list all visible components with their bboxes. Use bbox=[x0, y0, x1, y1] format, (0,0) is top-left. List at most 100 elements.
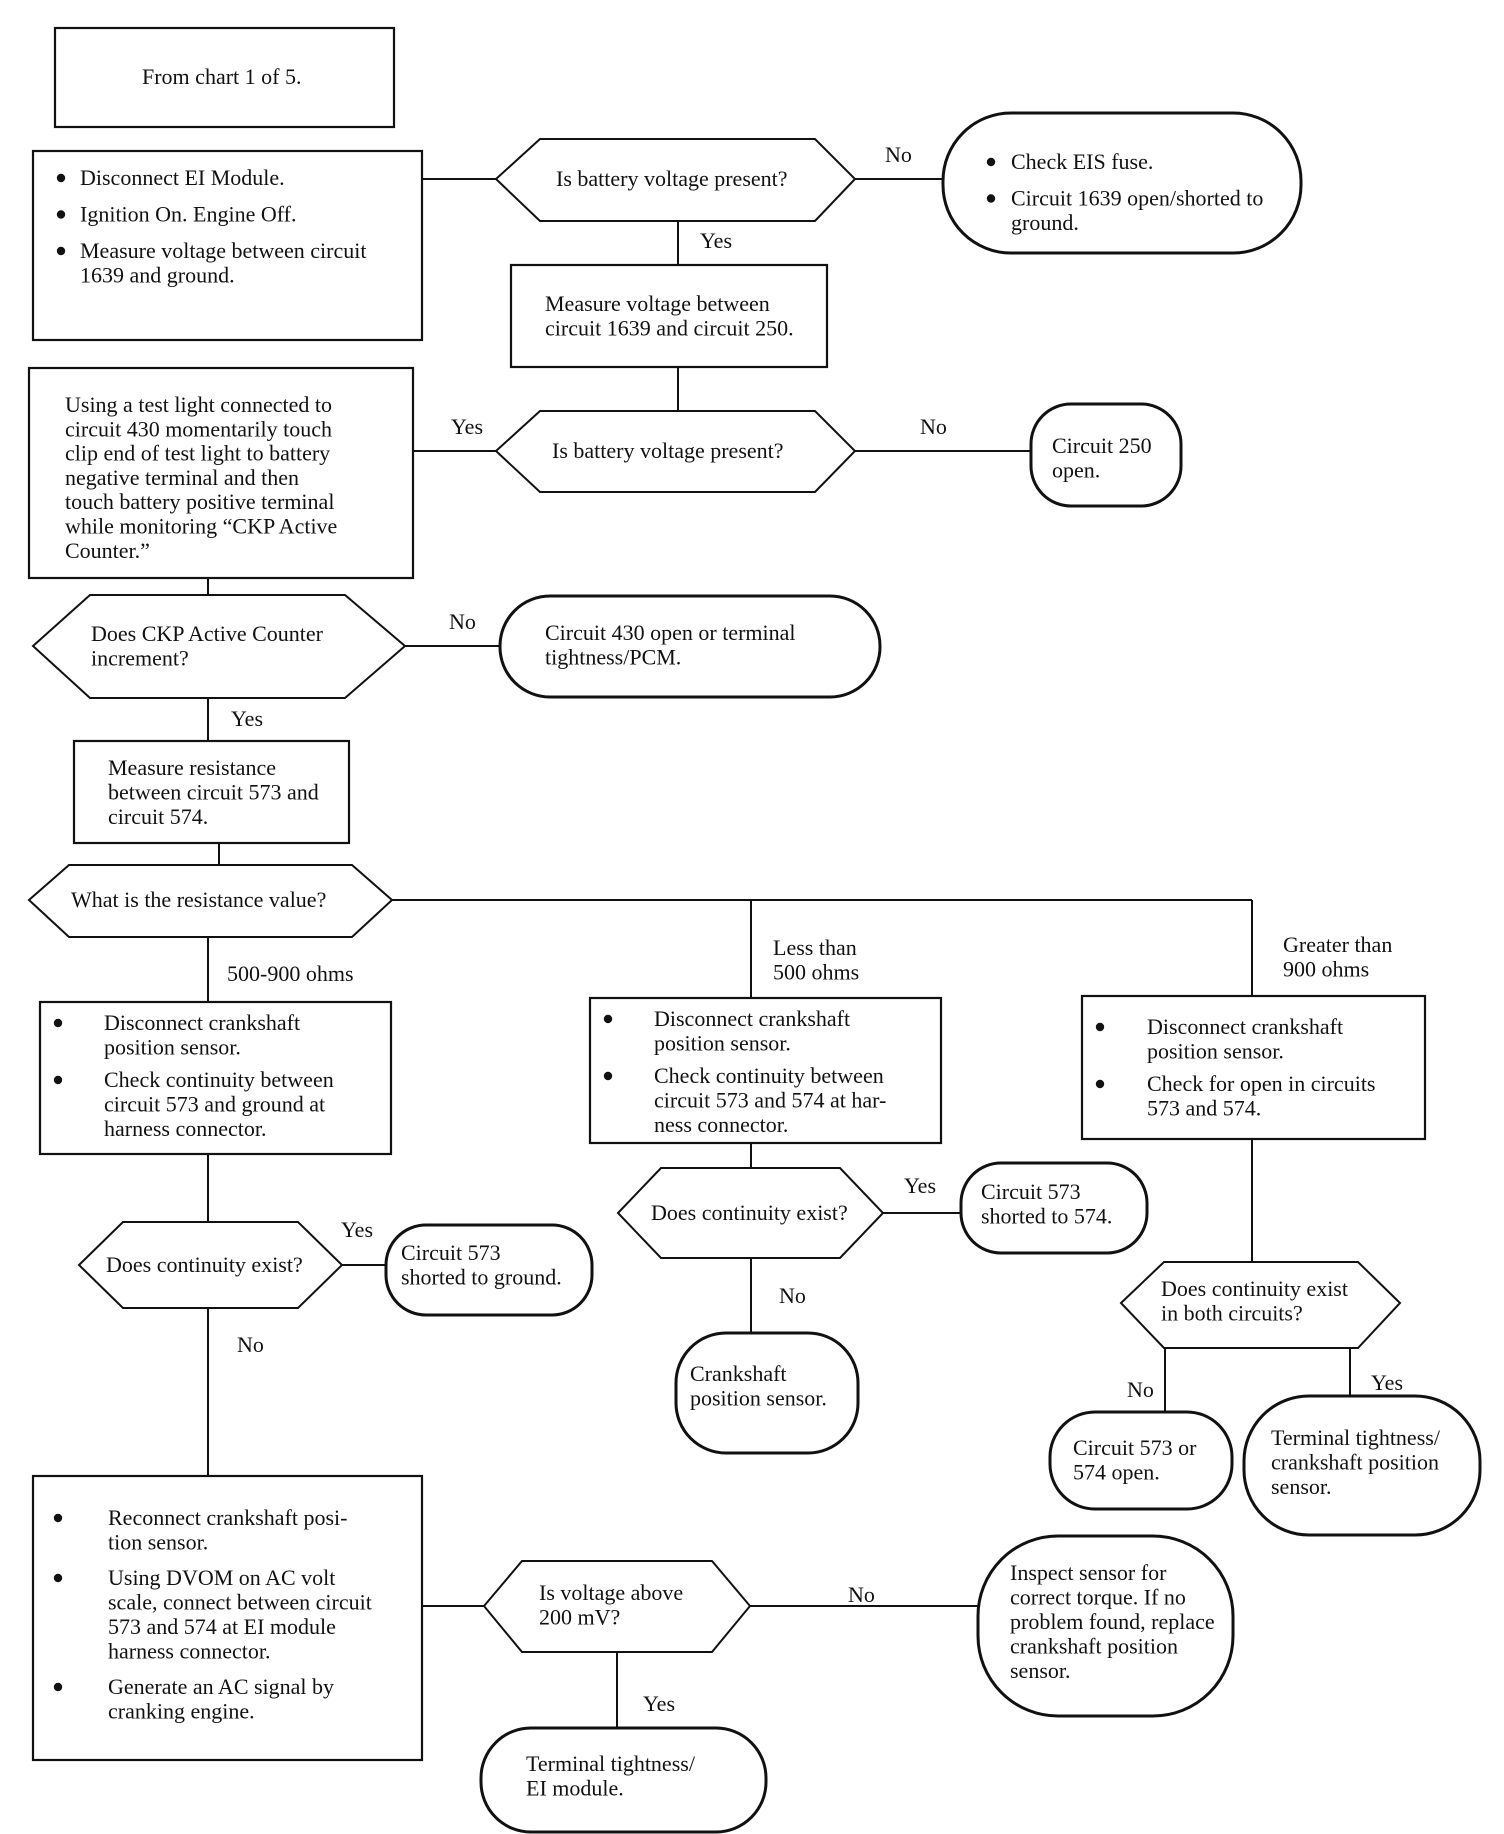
bullet-line: ground. bbox=[1011, 210, 1079, 235]
text-line: Does continuity exist bbox=[1161, 1276, 1348, 1301]
battery-voltage-decision-2 bbox=[494, 410, 857, 493]
text-line: EI module. bbox=[526, 1776, 624, 1801]
text-line: problem found, replace bbox=[1010, 1609, 1215, 1634]
text-line: sensor. bbox=[1271, 1474, 1332, 1499]
battery-question-1-text: Is battery voltage present? bbox=[556, 166, 788, 191]
bullet-dot bbox=[986, 194, 996, 203]
text-line: crankshaft position bbox=[1271, 1450, 1439, 1475]
resistance-decision bbox=[27, 864, 394, 938]
bullet-dot bbox=[53, 1682, 63, 1692]
text-line: shorted to ground. bbox=[401, 1265, 562, 1290]
text-line: clip end of test light to battery bbox=[65, 441, 330, 466]
text-line: while monitoring “CKP Active bbox=[65, 514, 337, 539]
circuit-250-open-terminal bbox=[1029, 402, 1183, 508]
node-texts: From chart 1 of 5. Disconnect EI Module.… bbox=[53, 64, 1441, 1801]
text-line: Less than bbox=[773, 935, 857, 960]
text-line: tightness/PCM. bbox=[545, 645, 681, 670]
middle-check-box bbox=[588, 996, 943, 1145]
bullet-line: Circuit 1639 open/shorted to bbox=[1011, 186, 1263, 211]
bullet-line: Ignition On. Engine Off. bbox=[80, 202, 297, 227]
edge-label-no: No bbox=[1127, 1377, 1154, 1402]
edge-labels: No Yes Yes No No Yes 500-900 ohms Less t… bbox=[227, 142, 1403, 1716]
text-line: Does continuity exist? bbox=[106, 1252, 303, 1277]
voltage-decision bbox=[482, 1560, 752, 1653]
text-line: shorted to 574. bbox=[981, 1204, 1112, 1229]
text-line: 574 open. bbox=[1073, 1460, 1160, 1485]
text-line: Is battery voltage present? bbox=[556, 166, 788, 191]
check-eis-terminal bbox=[941, 111, 1303, 255]
text-line: open. bbox=[1052, 458, 1100, 483]
text-line: correct torque. If no bbox=[1010, 1585, 1186, 1610]
text-line: sensor. bbox=[1010, 1658, 1071, 1683]
bullet-line: cranking engine. bbox=[108, 1699, 255, 1724]
text-line: Does continuity exist? bbox=[651, 1200, 848, 1225]
text-line: circuit 430 momentarily touch bbox=[65, 416, 332, 441]
bullet-dot bbox=[53, 1075, 63, 1085]
measure-1639-250-box bbox=[509, 263, 829, 369]
text-line: touch battery positive terminal bbox=[65, 489, 334, 514]
edge-label-500-900: 500-900 ohms bbox=[227, 961, 354, 986]
bullet-dot bbox=[53, 1573, 63, 1583]
text-line: negative terminal and then bbox=[65, 465, 299, 490]
resistance-question-text: What is the resistance value? bbox=[71, 887, 326, 912]
edge-label-no: No bbox=[920, 414, 947, 439]
edge-label-no: No bbox=[885, 142, 912, 167]
terminal-crankshaft-terminal bbox=[1242, 1394, 1482, 1537]
text-line: What is the resistance value? bbox=[71, 887, 326, 912]
disconnect-ei-bullets: Disconnect EI Module. Ignition On. Engine… bbox=[80, 165, 366, 288]
text-line: Is battery voltage present? bbox=[552, 438, 784, 463]
text-line: Circuit 250 bbox=[1052, 433, 1152, 458]
bullet-line: Disconnect EI Module. bbox=[80, 165, 285, 190]
bullet-line: Reconnect crankshaft posi- bbox=[108, 1505, 347, 1530]
connectors bbox=[207, 178, 1351, 1728]
bullet-line: scale, connect between circuit bbox=[108, 1590, 372, 1615]
edge-label-no: No bbox=[779, 1283, 806, 1308]
bullet-line: harness connector. bbox=[108, 1639, 271, 1664]
continuity-question-left-text: Does continuity exist? bbox=[106, 1252, 303, 1277]
text-line: 500 ohms bbox=[773, 960, 859, 985]
bullet-dot bbox=[603, 1071, 613, 1081]
edge-label-no: No bbox=[237, 1332, 264, 1357]
edge-label-yes: Yes bbox=[700, 228, 732, 253]
shorted-to-574-terminal bbox=[959, 1161, 1149, 1255]
disconnect-ei-box bbox=[31, 149, 424, 342]
bullet-line: circuit 573 and ground at bbox=[104, 1092, 325, 1117]
text-line: From chart 1 of 5. bbox=[142, 64, 301, 89]
circuit-430-open-terminal bbox=[498, 594, 882, 699]
text-line: Terminal tightness/ bbox=[1271, 1425, 1441, 1450]
text-line: Is voltage above bbox=[539, 1580, 683, 1605]
bullet-line: Check continuity between bbox=[104, 1067, 334, 1092]
text-line: between circuit 573 and bbox=[108, 780, 319, 805]
edge-label-yes: Yes bbox=[643, 1691, 675, 1716]
text-line: increment? bbox=[91, 646, 189, 671]
right-check-box bbox=[1080, 994, 1427, 1141]
bullet-dot bbox=[603, 1014, 613, 1024]
edge-label-yes: Yes bbox=[1371, 1370, 1403, 1395]
bullet-dot bbox=[56, 210, 66, 219]
bullet-line: Check for open in circuits bbox=[1147, 1071, 1376, 1096]
bullet-line: Using DVOM on AC volt bbox=[108, 1565, 335, 1590]
continuity-decision-middle bbox=[616, 1167, 885, 1259]
bullet-line: Disconnect crankshaft bbox=[1147, 1014, 1343, 1039]
from-chart-box bbox=[53, 26, 396, 129]
left-check-box bbox=[38, 1000, 393, 1156]
bullet-line: Measure voltage between circuit bbox=[80, 238, 366, 263]
bullet-line: tion sensor. bbox=[108, 1530, 208, 1555]
bullet-line: Generate an AC signal by bbox=[108, 1674, 334, 1699]
text-line: circuit 574. bbox=[108, 804, 208, 829]
text-line: Counter.” bbox=[65, 538, 150, 563]
text-line: position sensor. bbox=[690, 1386, 827, 1411]
